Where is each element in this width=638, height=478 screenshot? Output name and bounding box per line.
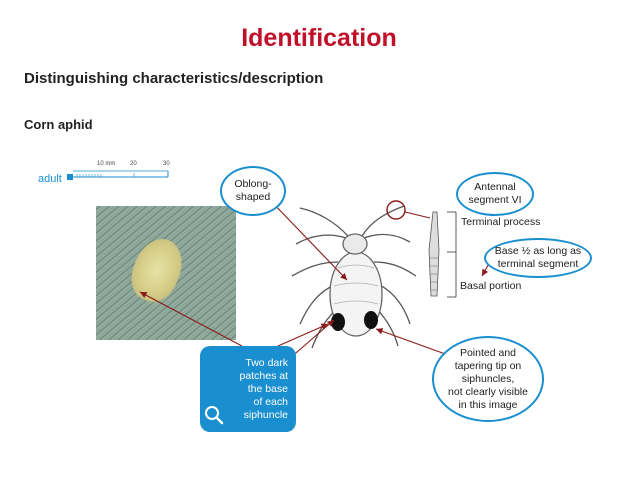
page-title: Identification — [241, 24, 397, 52]
antenna-segment-detail — [428, 211, 440, 297]
scale-tick-30: 30 — [163, 161, 170, 167]
callout-oblong-text: Oblong- shaped — [234, 178, 272, 203]
callout-pointed-text: Pointed and tapering tip on siphuncles, … — [448, 346, 528, 411]
antenna-tip-circle — [386, 200, 406, 220]
scale-label: adult — [38, 173, 62, 185]
callout-antennal-segment: Antennal segment VI — [456, 172, 534, 216]
label-terminal-process: Terminal process — [461, 216, 541, 228]
callout-oblong-shaped: Oblong- shaped — [220, 166, 286, 216]
species-name: Corn aphid — [24, 117, 93, 132]
scale-bar — [67, 170, 169, 180]
aphid-illustration — [291, 205, 417, 349]
callout-base-half-text: Base ½ as long as terminal segment — [494, 245, 582, 270]
callout-pointed-tip: Pointed and tapering tip on siphuncles, … — [432, 336, 544, 422]
callout-antennal-text: Antennal segment VI — [468, 181, 522, 206]
scale-tick-20: 20 — [130, 161, 137, 167]
scale-tick-10: 10 mm — [97, 161, 116, 167]
section-heading: Distinguishing characteristics/descripti… — [24, 70, 324, 87]
magnifier-icon — [205, 406, 224, 425]
aphid-photo — [96, 206, 236, 340]
siphuncle-info-text: Two dark patches at the base of each sip… — [239, 356, 288, 421]
callout-arrows — [139, 197, 491, 359]
label-basal-portion: Basal portion — [460, 280, 522, 292]
callout-base-half: Base ½ as long as terminal segment — [484, 238, 592, 278]
bracket-lines — [447, 211, 457, 298]
antenna-zoom-line — [404, 211, 431, 219]
